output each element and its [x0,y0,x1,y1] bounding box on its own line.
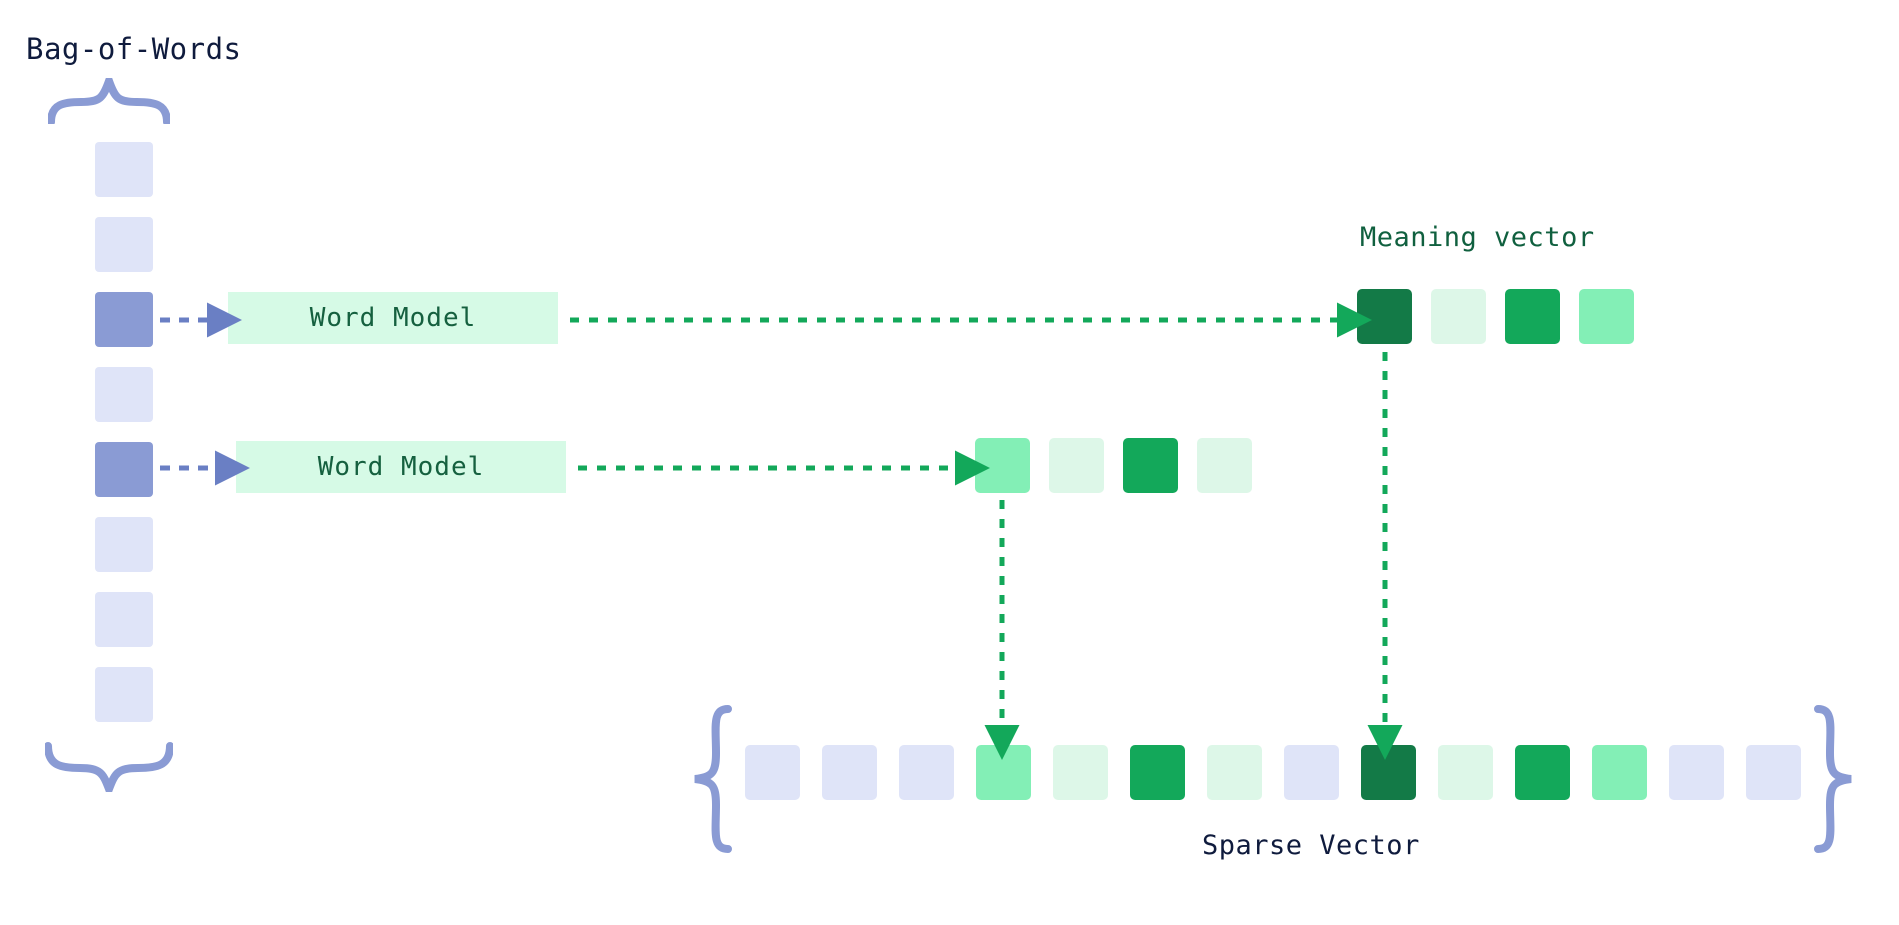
meaning-cell-2[interactable] [1505,289,1560,344]
sparse-cell-3[interactable] [976,745,1031,800]
bow-cell-5[interactable] [95,517,153,572]
second-cell-2[interactable] [1123,438,1178,493]
sparse-vector-title: Sparse Vector [1202,830,1420,861]
meaning-cell-0[interactable] [1357,289,1412,344]
curly-brace-right-icon [1814,705,1852,853]
sparse-cell-9[interactable] [1438,745,1493,800]
sparse-cell-12[interactable] [1669,745,1724,800]
meaning-vector-title: Meaning vector [1360,222,1595,253]
curly-brace-bottom-icon [45,742,173,792]
word-model-box-1[interactable]: Word Model [228,292,558,344]
word-model-box-2[interactable]: Word Model [236,441,566,493]
bag-of-words-column [95,142,153,742]
sparse-cell-2[interactable] [899,745,954,800]
sparse-cell-5[interactable] [1130,745,1185,800]
sparse-vector-row [745,745,1823,800]
second-vector-row [975,438,1252,493]
sparse-cell-13[interactable] [1746,745,1801,800]
second-cell-3[interactable] [1197,438,1252,493]
bow-cell-4[interactable] [95,442,153,497]
bag-of-words-title: Bag-of-Words [26,32,242,66]
meaning-cell-1[interactable] [1431,289,1486,344]
sparse-cell-4[interactable] [1053,745,1108,800]
second-cell-0[interactable] [975,438,1030,493]
bow-cell-0[interactable] [95,142,153,197]
curly-brace-top-icon [48,78,170,124]
bow-cell-7[interactable] [95,667,153,722]
sparse-cell-0[interactable] [745,745,800,800]
bow-cell-3[interactable] [95,367,153,422]
sparse-cell-1[interactable] [822,745,877,800]
meaning-cell-3[interactable] [1579,289,1634,344]
bow-cell-6[interactable] [95,592,153,647]
meaning-vector-row [1357,289,1634,344]
curly-brace-left-icon [694,705,732,853]
bow-cell-2[interactable] [95,292,153,347]
bow-cell-1[interactable] [95,217,153,272]
sparse-cell-7[interactable] [1284,745,1339,800]
second-cell-1[interactable] [1049,438,1104,493]
sparse-cell-8[interactable] [1361,745,1416,800]
sparse-cell-10[interactable] [1515,745,1570,800]
sparse-cell-11[interactable] [1592,745,1647,800]
sparse-cell-6[interactable] [1207,745,1262,800]
